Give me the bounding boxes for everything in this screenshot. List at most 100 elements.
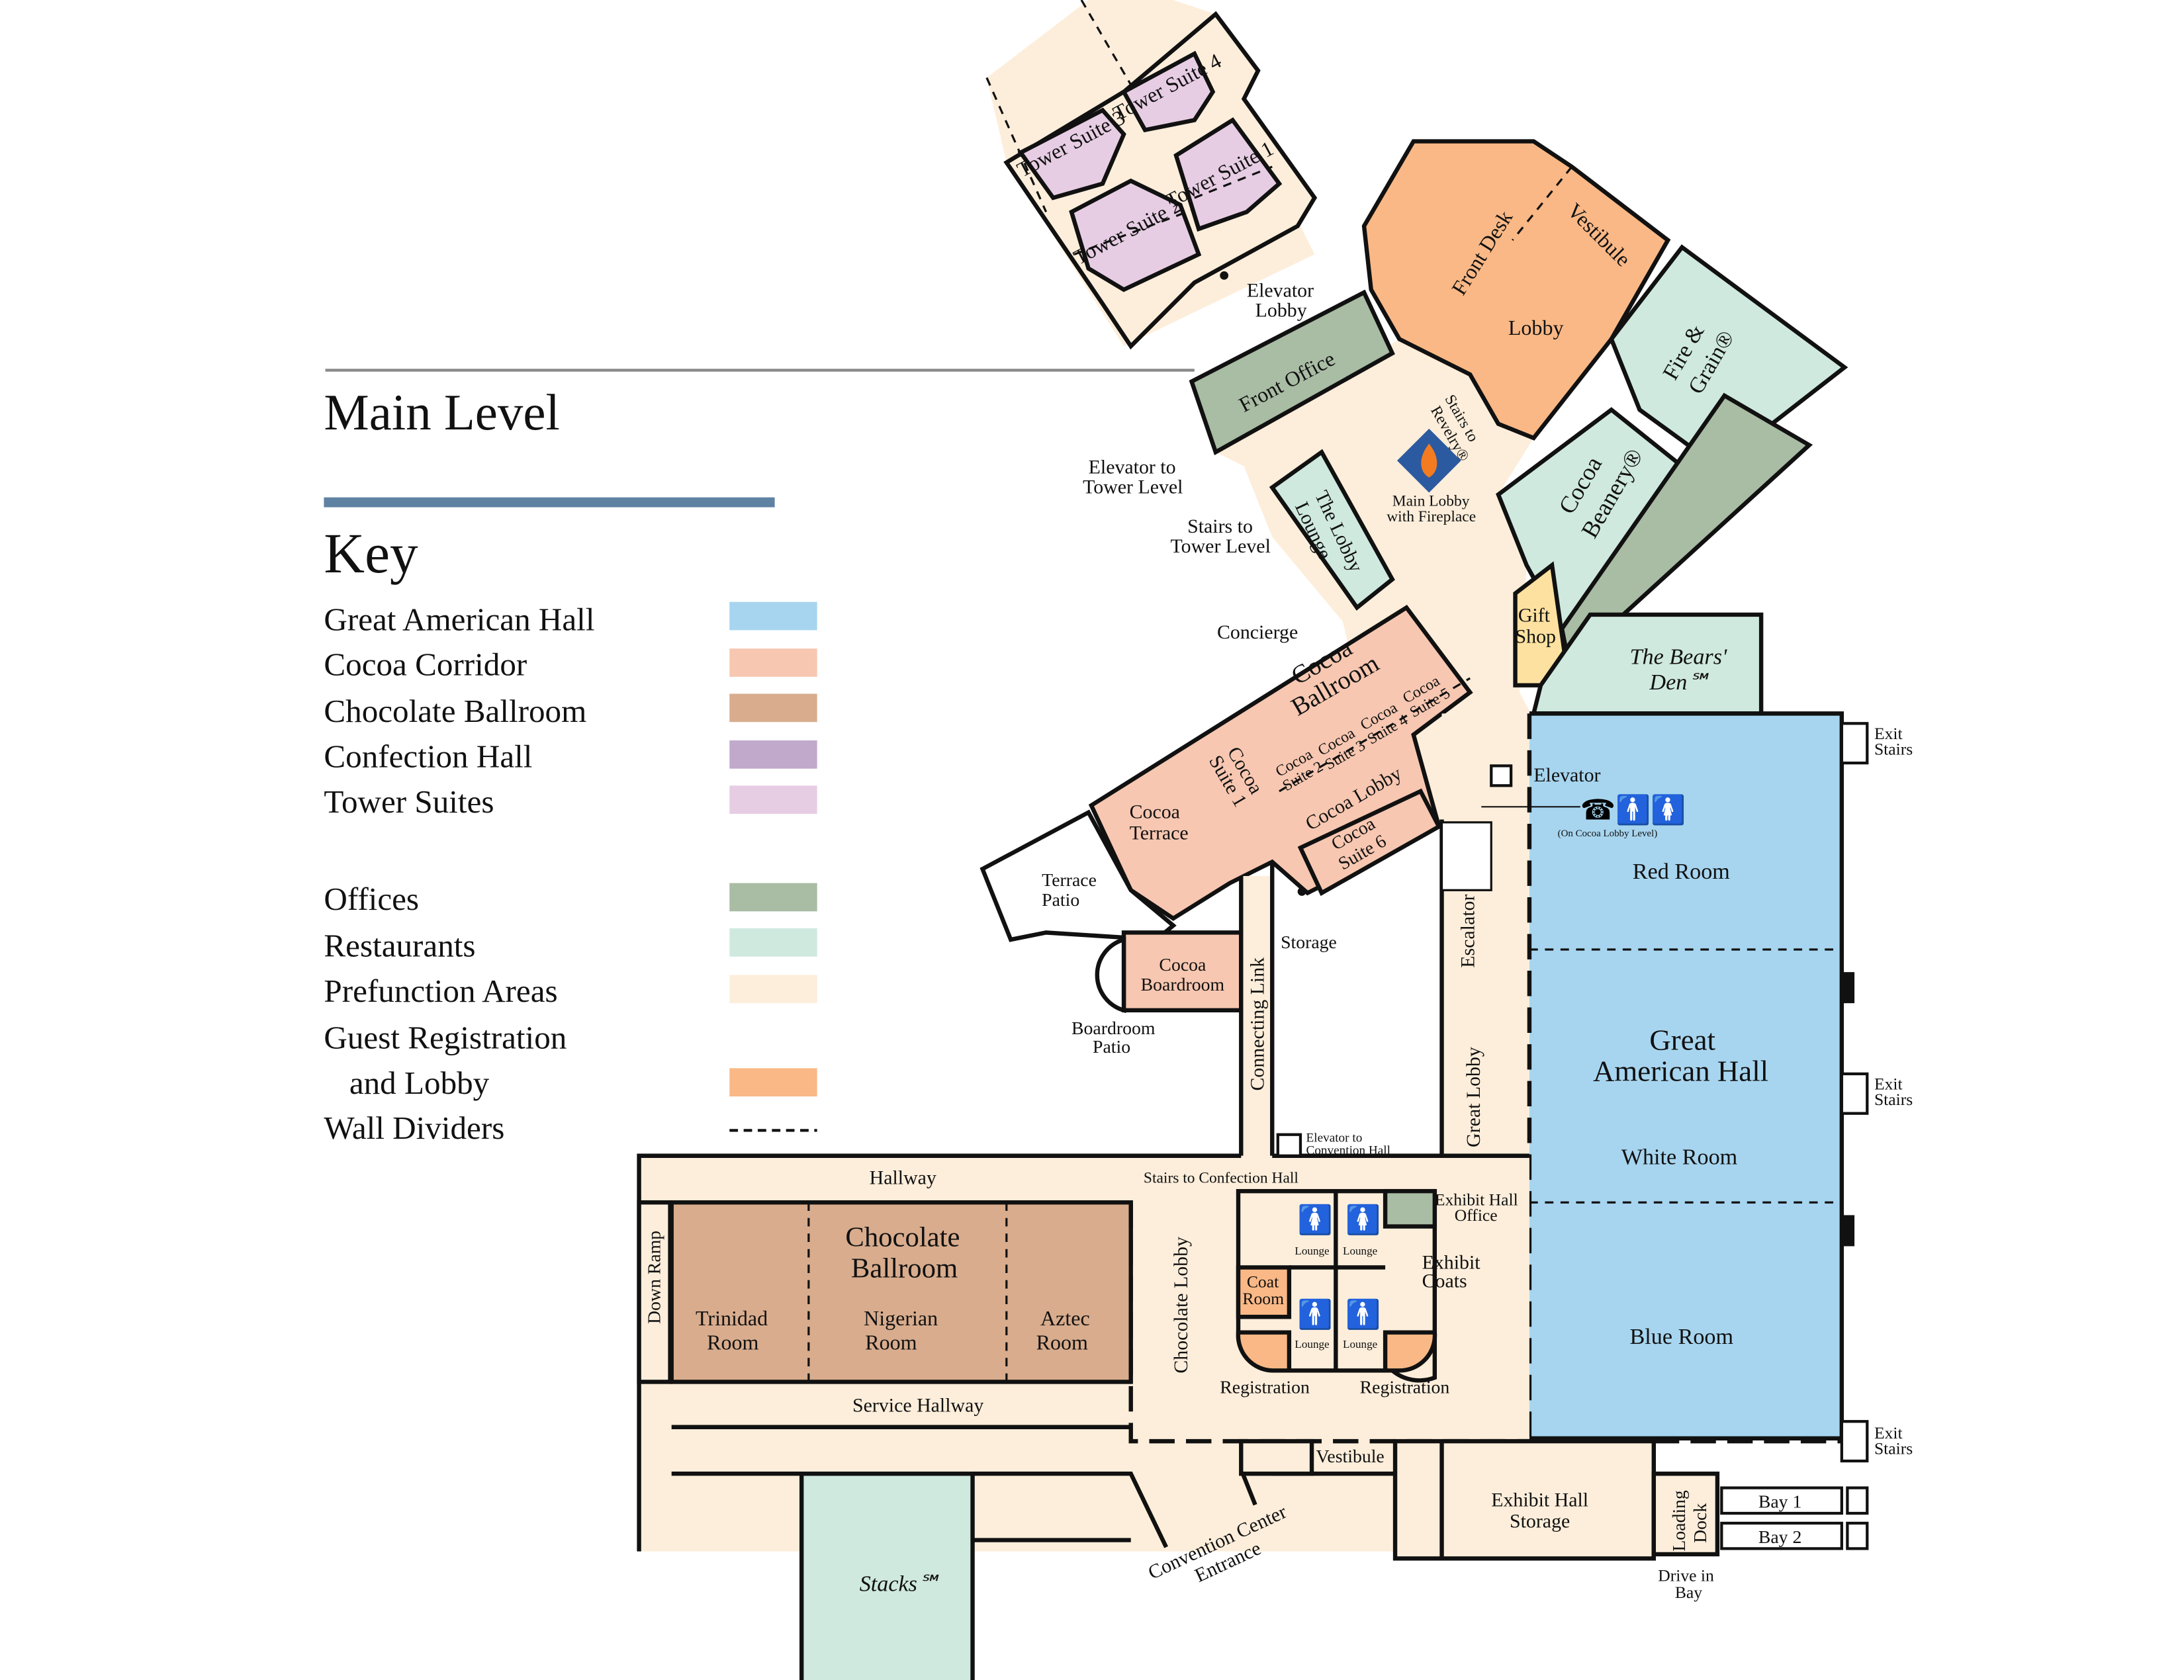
tower-suite-1 [1173,117,1283,232]
map-label: Registration [1360,1378,1450,1398]
registration-right[interactable] [1383,1330,1437,1373]
map-label: Exit [1874,1423,1903,1442]
cocoa-lobby-level-note: (On Cocoa Lobby Level) [1558,828,1658,839]
map-label: Restaurants [324,928,475,964]
map-shape [1840,722,1869,765]
map-label: Chocolate Lobby [1170,1237,1192,1374]
map-label: Room [865,1330,917,1354]
map-label: Guest Registration [324,1019,567,1055]
map-label: Terrace [1042,870,1097,891]
map-label: Trinidad [696,1306,768,1330]
map-label: Great [1649,1024,1715,1057]
legend-swatch [729,693,817,723]
boardroom-patio [1095,936,1126,1014]
map-label: Exit [1874,724,1903,743]
legend-swatch [729,740,817,769]
map-label: Elevator [1247,279,1314,301]
map-shape [1512,165,1573,242]
map-label: Tower Suites [324,783,494,820]
map-label: Convention Hall [1306,1144,1390,1158]
map-label: Lounge [1295,1245,1329,1257]
fire-and-grain [1609,244,1848,469]
map-shape [1840,972,1855,1004]
map-label: Stairs to [1187,515,1253,537]
map-shape [671,1468,1396,1548]
map-label: Registration [1220,1378,1310,1398]
legend-item: Great American Hall [324,601,817,637]
map-label: Great American Hall [324,601,594,637]
map-label: White Room [1621,1145,1738,1170]
title-bar [324,497,775,508]
map-label: Tower Level [1171,535,1271,557]
map-label: Bay 1 [1758,1491,1802,1512]
exit-stairs[interactable] [1840,722,1869,1463]
map-shape [1840,1072,1869,1115]
great-american-hall [1529,713,1842,1438]
map-label: and Lobby [349,1065,490,1101]
legend-item: Offices [324,881,817,917]
registration-left[interactable] [1236,1330,1292,1373]
map-label: Patio [1093,1037,1130,1057]
map-label: Patio [1042,890,1079,910]
map-shape [1080,0,1132,85]
map-label: Coat [1247,1272,1279,1291]
map-label: 🚺 [1345,1204,1381,1237]
map-label: Storage [1281,932,1337,953]
map-label: Lounge [1295,1338,1329,1350]
restroom-icons: 🚺🚺🚹🚹 [1298,1204,1381,1331]
map-shape [1073,208,1195,255]
map-label: Prefunction Areas [324,973,557,1009]
map-label: Cocoa [1130,801,1180,822]
map-label: Drive in [1658,1566,1714,1585]
escalator[interactable] [1440,821,1492,891]
legend-swatch [729,883,817,912]
map-label: Vestibule [1316,1446,1384,1467]
legend-swatch [729,1068,817,1097]
map-label: Hallway [870,1167,936,1188]
map-shape [637,1200,672,1384]
map-label: Cocoa [1159,955,1206,975]
bay-2[interactable] [1720,1521,1843,1550]
map-label: Shop [1516,626,1556,648]
map-label: Stairs [1874,1090,1913,1109]
map-label: Boardroom [1071,1018,1156,1039]
map-label: Elevator to [1089,456,1176,478]
legend: Great American Hall Cocoa Corridor Choco… [324,601,817,1146]
map-label: Main Lobby [1392,492,1470,509]
stacks [799,1472,975,1680]
bears-den [1531,612,1764,716]
page-title: Main Level [324,384,559,441]
lobby [1361,139,1671,441]
map-label: Bay 2 [1758,1527,1802,1548]
fireplace-icon [1396,428,1461,493]
map-label: Aztec [1040,1306,1090,1330]
map-label: Connecting Link [1246,957,1268,1091]
map-label: Escalator [1457,895,1479,968]
map-shape [1194,165,1273,199]
legend-item: Restaurants [324,928,817,964]
map-label: Chocolate [845,1221,960,1253]
map-shape [1297,887,1306,896]
tower-wing: Tower Suite 3 Tower Suite 4 Tower Suite … [985,0,1318,350]
key-title: Key [324,523,418,585]
tower-suite-4 [1120,50,1216,133]
map-label: Exhibit [1422,1252,1481,1274]
tower-suite-3 [1017,107,1126,200]
map-label: Room [1036,1330,1088,1354]
map-label: Great Lobby [1463,1047,1484,1147]
coat-room[interactable] [1236,1265,1292,1319]
map-shape [1846,1486,1869,1515]
map-label: Exit [1874,1074,1903,1093]
map-label: Coats [1422,1270,1467,1292]
bay-1[interactable] [1720,1486,1843,1515]
elevator-icon[interactable] [1490,764,1513,787]
map-label: with Fireplace [1387,508,1476,525]
map-label: Lounge [1343,1338,1377,1350]
map-label: Nigerian [864,1306,938,1330]
map-label: The Bears' [1630,645,1727,670]
elevator-to-convention-icon[interactable] [1276,1133,1302,1157]
map-label: Bay [1675,1583,1702,1602]
map-shape [1220,271,1229,280]
legend-item: Prefunction Areas [324,973,817,1009]
